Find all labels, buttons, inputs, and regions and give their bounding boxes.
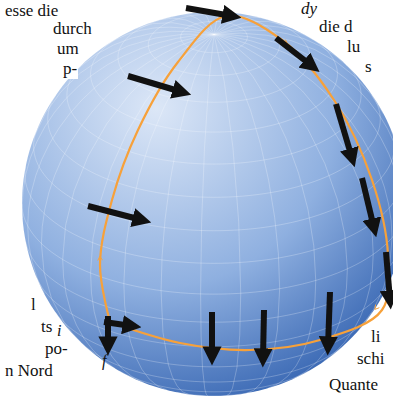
tangent-vector [105,316,111,346]
page-text: schi [356,350,385,369]
path-direction [376,302,381,308]
vector-label: i [56,322,62,340]
page-text: esse die [4,2,59,21]
page-text: l [30,296,37,315]
tangent-vector [209,312,215,356]
page-text: um [56,40,80,59]
page-text: ts [40,318,53,337]
page-text: s [364,58,373,77]
tangent-vector [128,76,182,92]
page-text: durch [52,20,93,39]
tangent-vector [386,252,390,300]
tangent-vector [336,104,352,158]
tangent-vector [88,206,142,220]
page-text: die d [318,18,354,37]
tangent-vector [276,38,312,66]
page-text: li [370,328,381,347]
tangent-vector [328,292,330,346]
page-text: dy [300,0,318,19]
page-text: p- [62,60,78,79]
page-text: po- [44,340,69,359]
sphere [22,12,393,396]
tangent-vector [263,310,264,358]
tangent-vector [362,178,374,228]
path-direction [100,258,101,272]
grid-lines [22,12,393,396]
tangent-vector [186,8,232,16]
page-text: n Nord [4,362,54,381]
vector-label: f [101,352,107,370]
page-text: Quante [328,376,379,395]
page-text: lu [346,38,361,57]
transport-path [100,16,389,350]
